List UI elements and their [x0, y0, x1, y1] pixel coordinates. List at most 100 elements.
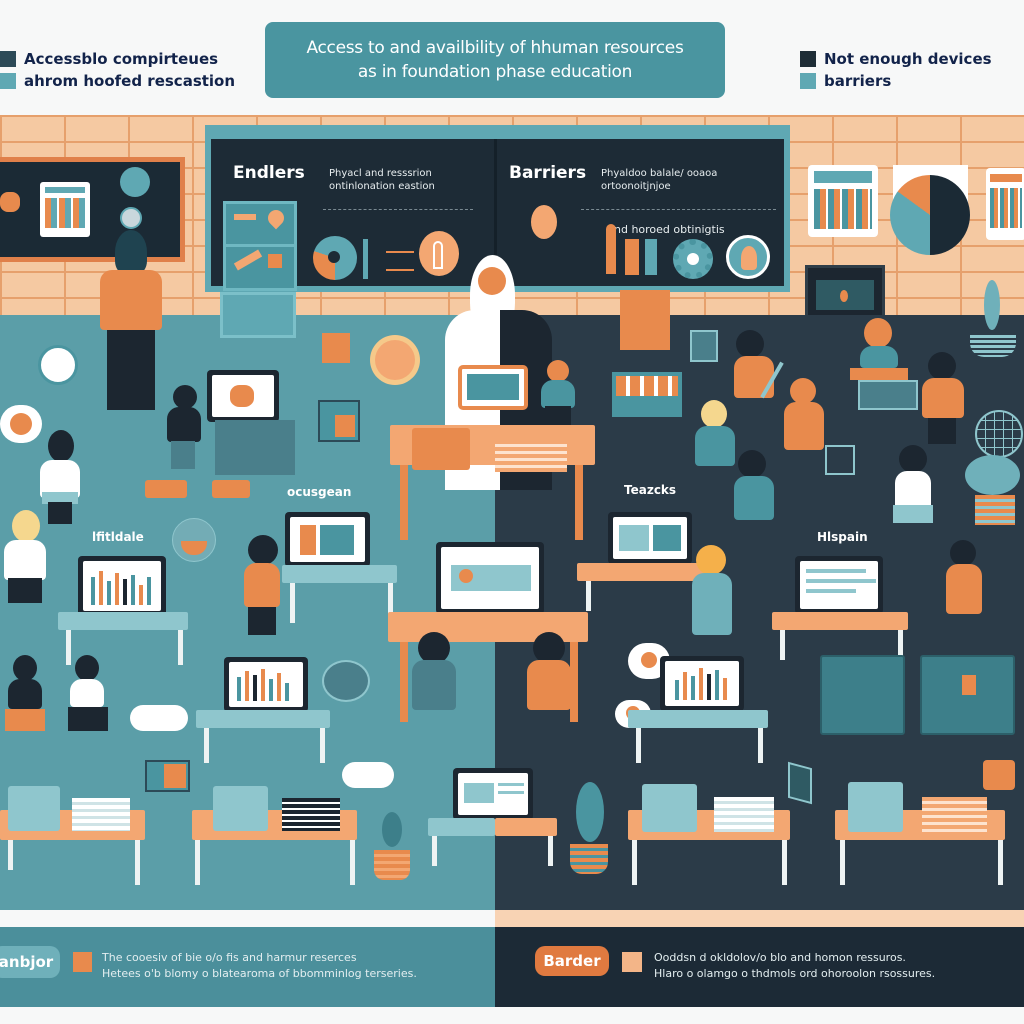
book-stack-icon: [8, 786, 60, 831]
floor-label: lfitldale: [92, 530, 144, 544]
weather-icon: [726, 235, 770, 279]
legend-label: Accessblo compirteues: [24, 50, 219, 68]
teacher-body: [100, 270, 162, 330]
child-with-laptop: [930, 540, 985, 620]
chair-icon: [212, 480, 250, 498]
dashed-divider: [581, 209, 776, 210]
computer-desk: [772, 612, 908, 630]
legend-swatch-teal: [0, 73, 16, 89]
box-icon: [690, 330, 718, 362]
shelf-icon: [220, 292, 296, 338]
computer-desk: [58, 612, 188, 630]
plant-icon: [965, 455, 1020, 530]
line-icon: [386, 269, 414, 271]
barriers-caption: nd horoed obtinigtis: [614, 223, 725, 236]
barrier-swatch: [622, 952, 642, 972]
paper-stack-icon: [922, 797, 987, 832]
desk-leg: [586, 581, 591, 611]
subtext-line: ortoonoitjnjoe: [601, 181, 671, 192]
picture-frame-icon: [318, 400, 360, 442]
divider-strip-left: [0, 910, 495, 927]
calendar-poster-icon: [808, 165, 878, 237]
monitor: [224, 657, 308, 712]
bar-icon: [363, 239, 368, 279]
paper-stack-icon: [495, 440, 567, 472]
monitor: [285, 512, 370, 567]
desk-leg: [840, 840, 845, 885]
monitor-screen: [613, 517, 687, 559]
monitor: [436, 542, 544, 614]
child-with-laptop: [730, 330, 800, 430]
legend-swatch-teal: [800, 73, 816, 89]
computer-desk: [577, 563, 705, 581]
legend-swatch-dark: [0, 51, 16, 67]
book-stack-icon: [848, 782, 903, 832]
floor-label: ocusgean: [287, 485, 352, 499]
battery-icon: [625, 239, 639, 275]
desk-leg: [204, 728, 209, 763]
lightbulb-rays-icon: [531, 205, 557, 239]
paper-stack-icon: [714, 797, 774, 832]
chair-icon: [145, 480, 187, 498]
barrier-pill: Barder: [535, 946, 609, 976]
desk-leg: [575, 465, 583, 540]
floor-label: Hlspain: [817, 530, 868, 544]
school-icon: [322, 333, 350, 363]
desk-leg: [350, 840, 355, 885]
calendar-poster-icon: [40, 182, 90, 237]
desk-leg: [400, 465, 408, 540]
title-line-2: as in foundation phase education: [357, 62, 633, 82]
barrier-description: Ooddsn d okldolov/o blo and homon ressur…: [654, 950, 935, 982]
laptop-icon: [858, 380, 918, 410]
child-figure: [65, 655, 110, 765]
computer-desk: [282, 565, 397, 583]
computer-desk: [196, 710, 330, 728]
child-figure: [690, 545, 735, 640]
desk-leg: [998, 840, 1003, 885]
child-figure: [240, 535, 285, 635]
gear-icon: [673, 239, 713, 279]
enabler-swatch: [73, 952, 92, 972]
sun-icon: [375, 340, 415, 380]
child-figure: [5, 655, 45, 765]
paper-stack-icon: [72, 798, 130, 831]
monitor: [608, 512, 692, 564]
hijab-head: [115, 230, 147, 274]
monitor-screen: [290, 517, 365, 562]
cloud-icon: [130, 705, 188, 731]
battery-icon: [645, 239, 657, 275]
title-line-1: Access to and availbility of hhuman reso…: [306, 38, 684, 58]
desk-leg: [632, 840, 637, 885]
tablet-icon: [458, 365, 528, 410]
legend-right: Not enough devices barriers: [800, 48, 992, 92]
child-figure: [885, 445, 940, 545]
computer-desk: [495, 818, 557, 836]
desk-leg: [400, 642, 408, 722]
globe-icon: [38, 345, 78, 385]
child-figure: [525, 632, 573, 742]
enablers-heading: Endlers: [233, 163, 305, 183]
monitor: [660, 656, 744, 711]
child-figure: [30, 430, 90, 525]
tablet-icon: [788, 761, 812, 805]
bar-chart-screen: [229, 662, 303, 707]
desk-leg: [66, 630, 71, 665]
desk-leg: [290, 583, 295, 623]
title-banner: Access to and availbility of hhuman reso…: [265, 22, 725, 98]
child-figure: [912, 352, 967, 447]
plant-icon: [372, 812, 412, 882]
document-screen: [800, 561, 878, 609]
globe-badge-icon: [120, 207, 142, 229]
board-divider: [494, 139, 497, 286]
teacher-figure: [100, 230, 162, 420]
desk-leg: [8, 840, 13, 870]
child-figure: [410, 632, 458, 742]
info-panel-icon: [920, 655, 1015, 735]
legend-item: barriers: [800, 70, 992, 92]
stool-icon: [825, 445, 855, 475]
desk-leg: [636, 728, 641, 763]
picture-frame-icon: [145, 760, 190, 792]
enabler-pill: anbjor: [0, 946, 60, 978]
desk-leg: [388, 583, 393, 623]
